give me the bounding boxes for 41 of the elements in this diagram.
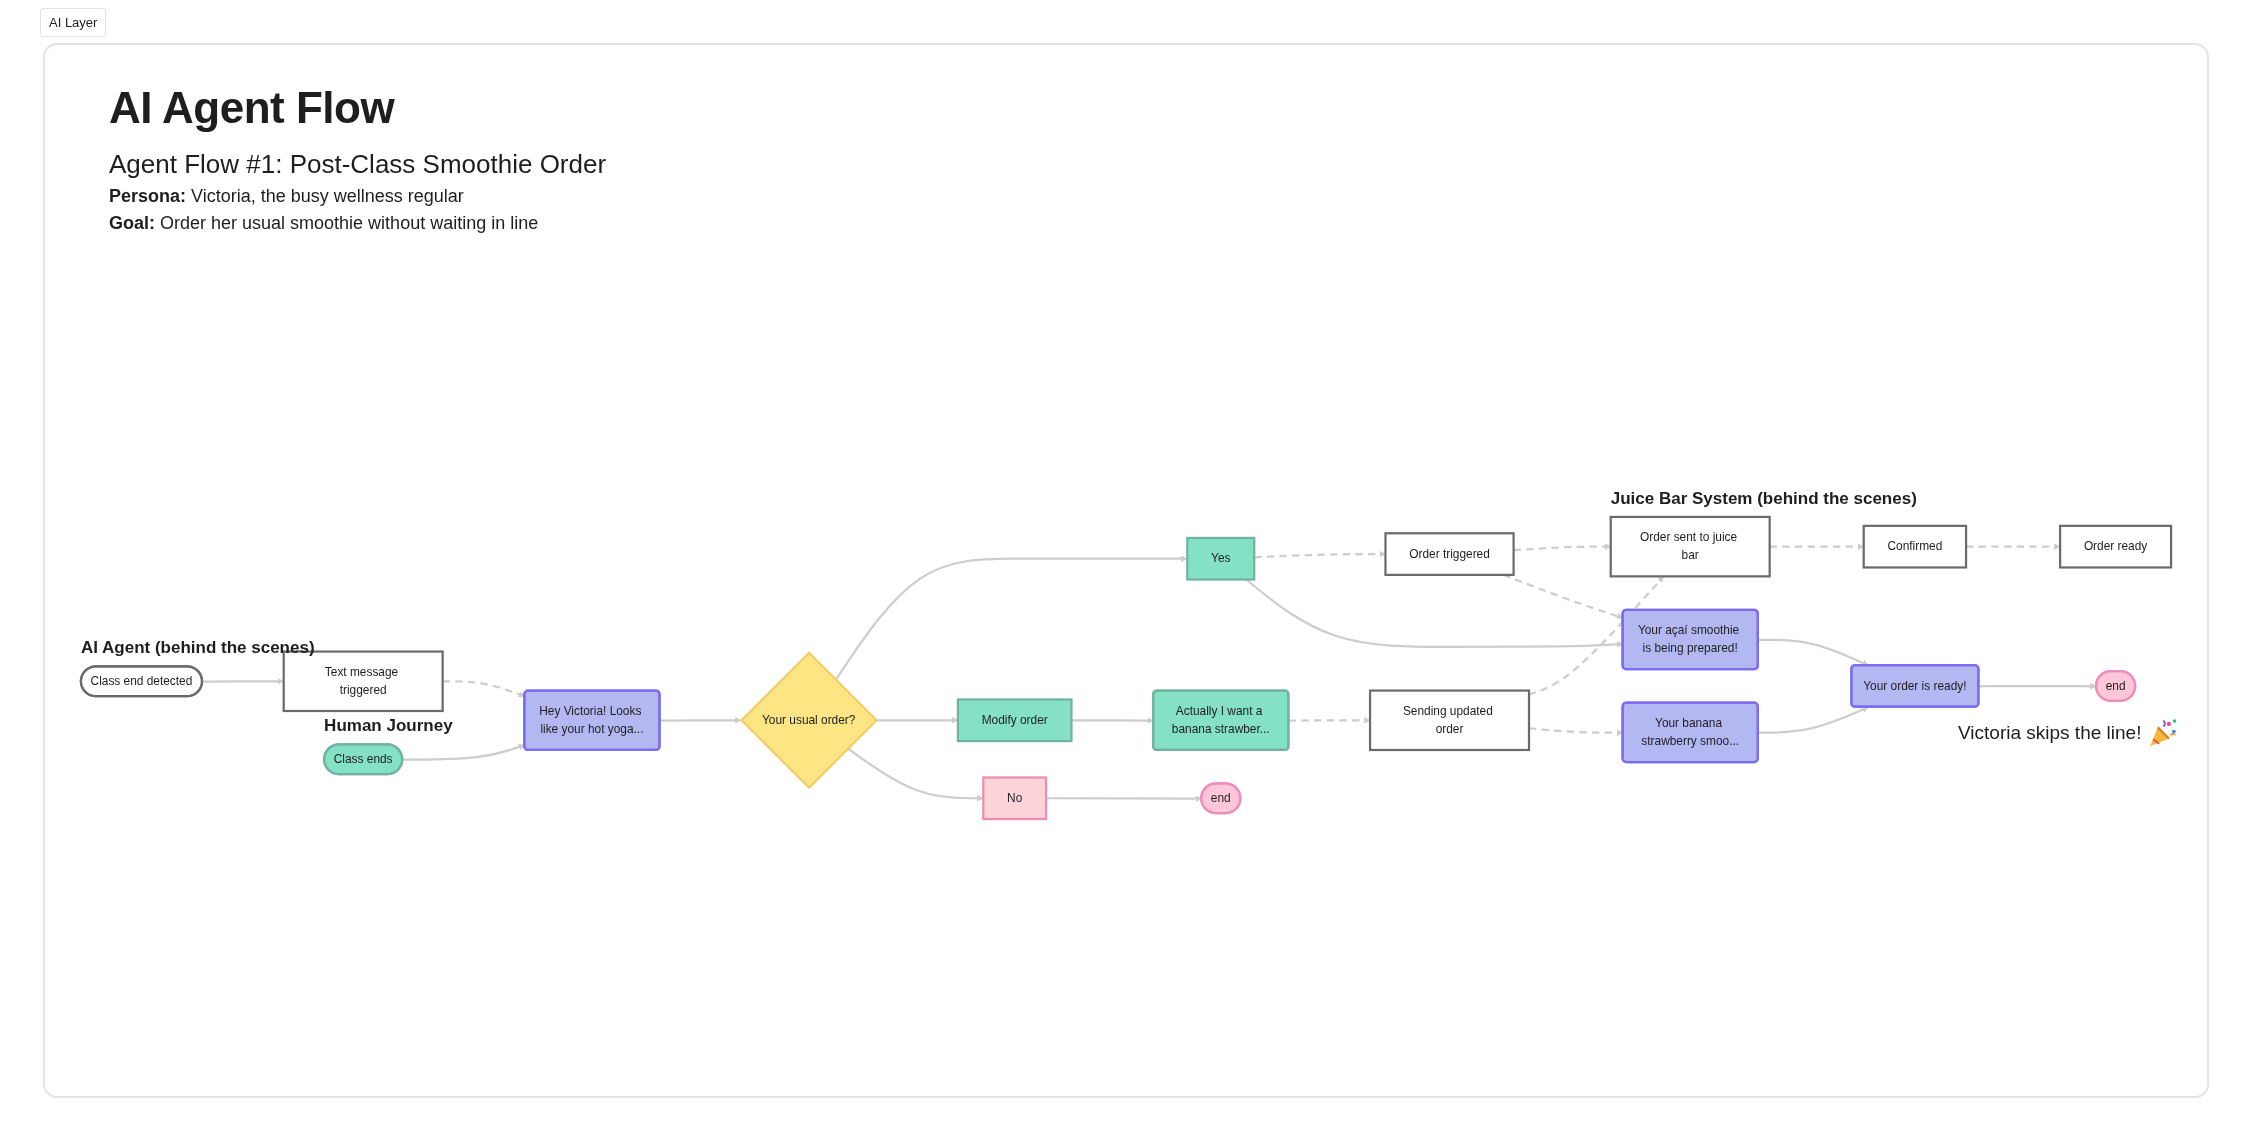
dashed-arrow — [1769, 543, 1864, 550]
process-box: Modify order — [956, 698, 1073, 743]
frame-label: AI Layer — [40, 8, 107, 37]
process-box: Confirmed — [1862, 524, 1968, 569]
terminal-pill: end — [1200, 782, 1242, 815]
arrow — [834, 555, 1188, 681]
arrow — [659, 717, 742, 724]
arrow — [1071, 717, 1154, 724]
dashed-arrow — [1966, 543, 2061, 550]
arrow — [402, 743, 525, 761]
message-box: Actually I want a banana strawber... — [1152, 689, 1290, 752]
message-box: Your banana strawberry smoo... — [1621, 701, 1759, 764]
decision-diamond: Your usual order? — [740, 651, 879, 790]
dashed-arrow — [1288, 717, 1371, 724]
process-box: Order triggered — [1384, 532, 1515, 576]
arrow — [1046, 795, 1202, 802]
dashed-arrow — [442, 680, 525, 698]
subtitle: Agent Flow #1: Post-Class Smoothie Order — [109, 149, 607, 180]
closing-note: Victoria skips the line! — [1958, 721, 2142, 744]
section-heading: Human Journey — [324, 716, 453, 737]
process-box: Sending updated order — [1368, 689, 1531, 752]
process-box: Order ready — [2059, 524, 2173, 569]
process-box: No — [982, 776, 1048, 821]
terminal-pill: Class end detected — [79, 665, 204, 698]
goal-line: Goal: Order her usual smoothie without waiting in line — [109, 213, 539, 234]
process-box: Order sent to juice bar — [1609, 515, 1771, 578]
terminal-pill: Class ends — [323, 743, 404, 776]
section-heading: Juice Bar System (behind the scenes) — [1610, 488, 1917, 509]
process-box: Yes — [1186, 536, 1256, 581]
message-box: Your order is ready! — [1850, 664, 1980, 708]
arrow — [847, 747, 984, 802]
title: AI Agent Flow — [109, 83, 395, 133]
terminal-pill: end — [2094, 669, 2137, 702]
persona-line: Persona: Victoria, the busy wellness regular — [109, 186, 464, 207]
dashed-arrow — [1513, 543, 1611, 552]
arrow — [1758, 706, 1869, 734]
arrow — [1978, 683, 2097, 690]
message-box: Hey Victoria! Looks like your hot yoga... — [523, 689, 661, 752]
message-box: Your açaí smoothie is being prepared! — [1621, 608, 1759, 671]
arrow — [202, 678, 284, 685]
dashed-arrow — [1254, 550, 1386, 559]
